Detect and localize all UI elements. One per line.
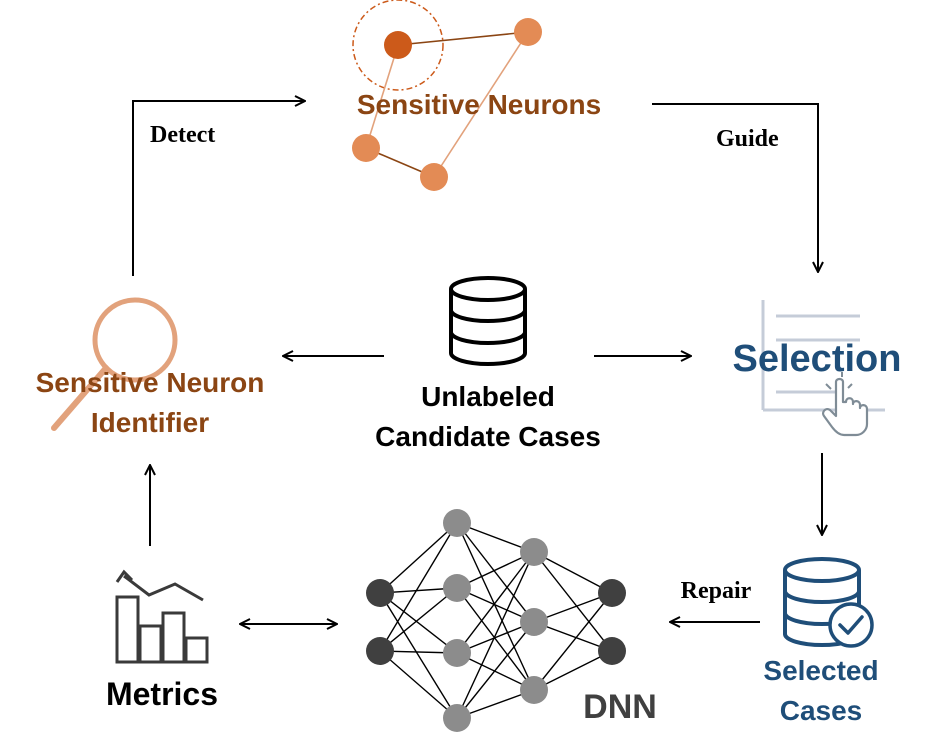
identifier-label-line2: Identifier [91, 407, 209, 438]
magnifier-icon [51, 297, 178, 431]
hand-pointer-icon [822, 372, 869, 437]
unlabeled-label-line1: Unlabeled [421, 381, 555, 412]
nn-edge [456, 551, 535, 654]
nn-edge [456, 522, 535, 623]
nn-edge [456, 587, 535, 691]
selected-label-line1: Selected [763, 655, 878, 686]
nn-node [520, 538, 548, 566]
guide-arrow [652, 103, 818, 272]
nn-node [443, 574, 471, 602]
nn-edge [533, 551, 613, 652]
database-icon [449, 276, 527, 366]
nn-edge [379, 587, 458, 652]
detect-label: Detect [150, 122, 215, 148]
nn-edge [456, 587, 535, 623]
nn-edge [533, 592, 613, 691]
nn-node [443, 509, 471, 537]
nn-edge [456, 652, 535, 691]
nn-edge [456, 551, 535, 589]
unlabeled-label-line2: Candidate Cases [375, 421, 601, 452]
nn-edge [379, 650, 458, 719]
nn-edge [456, 522, 535, 691]
nn-edge [379, 522, 458, 594]
nn-edge [533, 650, 613, 691]
database-check-icon [783, 557, 874, 648]
bar-chart-trend-icon [115, 569, 209, 664]
nn-edge [379, 592, 458, 719]
nn-node [443, 639, 471, 667]
neuron-graph-icon [352, 0, 542, 191]
nn-edge [379, 522, 458, 652]
nn-edge [379, 592, 458, 654]
nn-node [443, 704, 471, 732]
nn-node [520, 676, 548, 704]
nn-edge [456, 621, 535, 719]
nn-node [598, 579, 626, 607]
nn-node [366, 579, 394, 607]
repair-label: Repair [681, 578, 752, 604]
metrics-label: Metrics [106, 676, 218, 712]
nn-node [520, 608, 548, 636]
nn-edge [533, 551, 613, 594]
identifier-label-line1: Sensitive Neuron [36, 367, 265, 398]
guide-label: Guide [716, 126, 779, 152]
selection-label: Selection [733, 338, 902, 380]
selected-label-line2: Cases [780, 695, 863, 726]
sensitive-neurons-label: Sensitive Neurons [357, 89, 601, 120]
detect-arrow [132, 101, 305, 276]
nn-node [598, 637, 626, 665]
nn-node [366, 637, 394, 665]
nn-edge [456, 551, 535, 719]
neural-network-icon [366, 509, 626, 732]
dnn-label: DNN [583, 688, 657, 726]
